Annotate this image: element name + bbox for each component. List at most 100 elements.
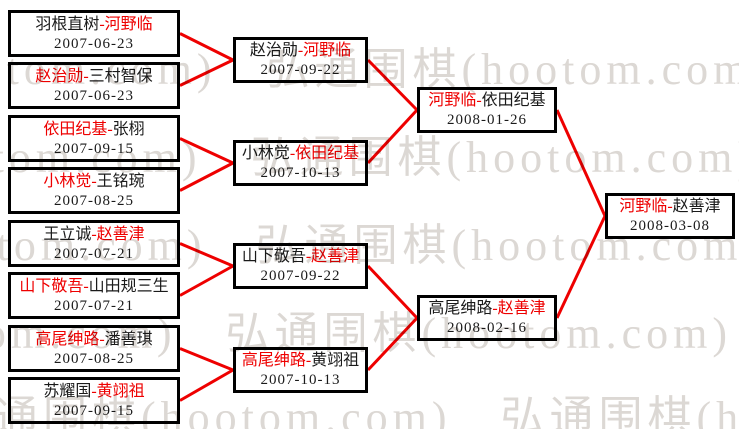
vs-dash: -: [99, 15, 105, 33]
vs-dash: -: [91, 382, 97, 400]
player1: 山下敬吾: [241, 248, 306, 265]
player1: 小林觉: [241, 145, 290, 162]
vs-dash: -: [305, 352, 312, 369]
player1: 河野临: [428, 92, 477, 109]
match-box-final: 河野临-赵善津 2008-03-08: [605, 193, 735, 239]
connector-line: [555, 109, 607, 217]
match-players: 赵治勋-河野临: [250, 40, 351, 61]
match-box-r1-3: 依田纪基-张栩 2007-09-15: [8, 115, 180, 162]
player2: 河野临: [303, 42, 352, 59]
player1: 河野临: [619, 198, 668, 215]
vs-dash: -: [91, 225, 97, 243]
match-box-r2-2: 小林觉-依田纪基 2007-10-13: [233, 140, 368, 186]
match-date: 2007-09-22: [260, 62, 341, 78]
connector-line: [179, 161, 234, 192]
match-players: 苏耀国-黄翊祖: [43, 381, 144, 402]
match-players: 高尾绅路-潘善琪: [35, 329, 152, 350]
vs-dash: -: [297, 42, 304, 59]
vs-dash: -: [476, 92, 482, 109]
match-players: 小林觉-王铭琬: [43, 171, 144, 192]
match-date: 2007-09-15: [54, 402, 134, 419]
connector-line: [179, 32, 234, 62]
match-box-r1-6: 山下敬吾-山田规三生 2007-07-21: [8, 272, 180, 319]
match-players: 高尾绅路-黄翊祖: [242, 350, 359, 371]
vs-dash: -: [305, 248, 312, 265]
vs-dash: -: [492, 300, 498, 317]
vs-dash: -: [83, 277, 89, 295]
player1: 羽根直树: [35, 15, 100, 33]
player1: 赵治勋: [249, 42, 298, 59]
match-date: 2008-01-26: [447, 112, 527, 128]
connector-line: [179, 264, 234, 297]
match-date: 2008-02-16: [447, 320, 527, 336]
match-box-r1-4: 小林觉-王铭琬 2007-08-25: [8, 167, 180, 214]
match-players: 赵治勋-三村智保: [35, 66, 152, 87]
match-date: 2007-08-25: [54, 350, 134, 367]
match-date: 2007-10-13: [260, 372, 341, 388]
player1: 赵治勋: [35, 67, 84, 85]
player2: 赵善津: [96, 225, 145, 243]
connector-line: [366, 58, 419, 112]
match-date: 2007-09-22: [260, 268, 341, 284]
connector-line: [366, 108, 419, 165]
match-box-r2-1: 赵治勋-河野临 2007-09-22: [233, 37, 368, 83]
match-box-r1-8: 苏耀国-黄翊祖 2007-09-15: [8, 377, 180, 424]
player1: 高尾绅路: [35, 330, 100, 348]
player2: 依田纪基: [481, 92, 546, 109]
match-players: 山下敬吾-赵善津: [242, 246, 359, 267]
player2: 山田规三生: [88, 277, 169, 295]
match-box-sf-1: 河野临-依田纪基 2008-01-26: [417, 87, 557, 133]
match-box-r1-1: 羽根直树-河野临 2007-06-23: [8, 10, 180, 57]
player1: 高尾绅路: [428, 300, 493, 317]
match-players: 小林觉-依田纪基: [242, 143, 359, 164]
match-date: 2007-10-13: [260, 165, 341, 181]
match-date: 2008-03-08: [630, 218, 710, 234]
match-date: 2007-09-15: [54, 140, 134, 157]
player1: 山下敬吾: [19, 277, 84, 295]
player2: 张栩: [112, 120, 145, 138]
player2: 赵善津: [311, 248, 360, 265]
player1: 依田纪基: [43, 120, 108, 138]
match-date: 2007-07-21: [54, 297, 134, 314]
vs-dash: -: [289, 145, 296, 162]
match-date: 2007-06-23: [54, 87, 134, 104]
match-box-r1-2: 赵治勋-三村智保 2007-06-23: [8, 62, 180, 109]
vs-dash: -: [83, 67, 89, 85]
player1: 高尾绅路: [241, 352, 306, 369]
match-players: 河野临-赵善津: [619, 196, 720, 217]
match-date: 2007-07-21: [54, 245, 134, 262]
player1: 苏耀国: [43, 382, 92, 400]
player2: 三村智保: [88, 67, 153, 85]
match-box-r1-7: 高尾绅路-潘善琪 2007-08-25: [8, 325, 180, 372]
connector-line: [179, 137, 234, 165]
player2: 黄翊祖: [311, 352, 360, 369]
player1: 小林觉: [43, 172, 92, 190]
match-players: 山下敬吾-山田规三生: [19, 276, 168, 297]
connector-line: [555, 215, 607, 319]
player2: 潘善琪: [104, 330, 153, 348]
match-box-sf-2: 高尾绅路-赵善津 2008-02-16: [417, 295, 557, 341]
player2: 黄翊祖: [96, 382, 145, 400]
match-box-r2-3: 山下敬吾-赵善津 2007-09-22: [233, 243, 368, 289]
match-date: 2007-06-23: [54, 35, 134, 52]
match-box-r1-5: 王立诚-赵善津 2007-07-21: [8, 220, 180, 267]
match-box-r2-4: 高尾绅路-黄翊祖 2007-10-13: [233, 347, 368, 393]
match-players: 羽根直树-河野临: [35, 14, 152, 35]
connector-line: [179, 347, 234, 372]
vs-dash: -: [91, 172, 97, 190]
vs-dash: -: [667, 198, 673, 215]
match-date: 2007-08-25: [54, 192, 134, 209]
vs-dash: -: [107, 120, 113, 138]
match-players: 王立诚-赵善津: [43, 224, 144, 245]
connector-line: [366, 316, 419, 372]
player1: 王立诚: [43, 225, 92, 243]
vs-dash: -: [99, 330, 105, 348]
match-players: 依田纪基-张栩: [43, 119, 144, 140]
connector-line: [179, 242, 234, 268]
player2: 赵善津: [672, 198, 721, 215]
connector-line: [179, 58, 234, 87]
match-players: 高尾绅路-赵善津: [428, 298, 545, 319]
connector-line: [179, 368, 234, 402]
